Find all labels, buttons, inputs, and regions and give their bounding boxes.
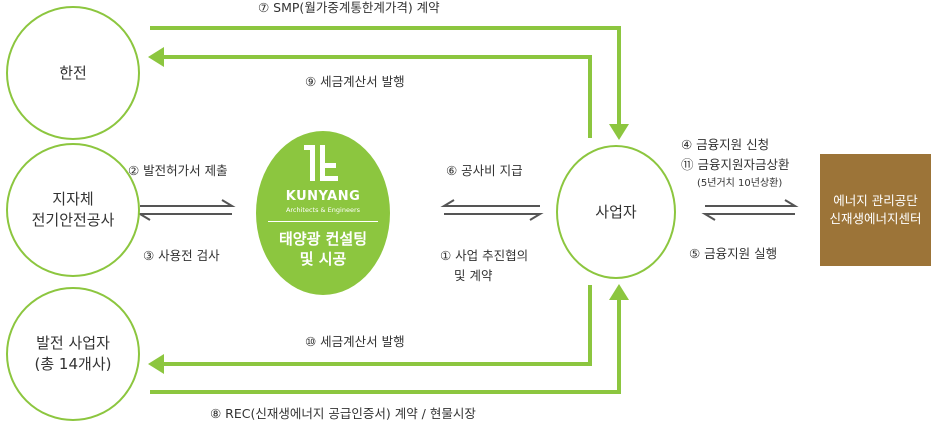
node-kepco-label: 한전 [59,63,87,82]
node-generators-line1: 발전 사업자 [36,334,110,352]
node-local-line1: 지자체 [52,190,94,208]
arrow-tax-invoice-generators-head [148,354,164,374]
label-smp-contract: ⑦ SMP(월가중계통한계가격) 계약 [258,0,440,15]
center-line1: 에너지 관리공단 [833,193,918,208]
label-project-agreement: ① 사업 추진협의 및 계약 [440,248,528,284]
node-renewable-center: 에너지 관리공단 신재생에너지센터 [820,154,931,266]
node-generators-line2: (총 14개사) [34,355,112,373]
hub-kunyang: KUNYANG Architects & Engineers 태양광 컨설팅 및… [256,131,390,295]
arrow-tax-invoice-generators [160,285,592,366]
node-local-line2: 전기안전공사 [31,211,115,229]
hub-service-line2: 및 시공 [299,250,347,268]
hub-tagline: Architects & Engineers [285,206,361,214]
label-tax-invoice-kepco: ⑨ 세금계산서 발행 [305,74,405,89]
label-construction-payment: ⑥ 공사비 지급 [446,163,523,178]
arrow-pair-center [701,199,799,221]
label-project-agreement-line1: ① 사업 추진협의 [440,248,529,263]
node-local-government: 지자체 전기안전공사 [6,143,140,277]
kunyang-logo-icon [304,145,338,181]
label-pre-use-inspection: ③ 사용전 검사 [143,248,220,263]
hub-divider [268,221,378,222]
arrow-tax-invoice-kepco [160,55,592,138]
label-permit-submission: ② 발전허가서 제출 [128,163,228,178]
node-business: 사업자 [556,145,676,279]
arrow-smp-contract-head [609,124,629,140]
node-business-label: 사업자 [595,202,637,221]
hub-service: 태양광 컨설팅 및 시공 [256,229,390,269]
hub-service-line1: 태양광 컨설팅 [278,230,368,248]
node-generators: 발전 사업자 (총 14개사) [6,287,140,421]
center-line2: 신재생에너지센터 [829,211,922,226]
label-finance-application: ④ 금융지원 신청 [681,137,770,152]
label-finance-execution: ⑤ 금융지원 실행 [689,246,778,261]
label-project-agreement-line2: 및 계약 [454,268,493,283]
label-finance-repayment: ⑪ 금융지원자금상환 [681,157,790,172]
hub-brand: KUNYANG [285,189,361,204]
arrow-tax-invoice-kepco-head [148,47,164,67]
node-kepco: 한전 [6,6,140,140]
arrow-rec-contract-head [609,284,629,300]
arrow-pair-local [136,199,236,221]
arrow-pair-business [440,199,544,221]
label-rec-contract: ⑧ REC(신재생에너지 공급인증서) 계약 / 현물시장 [210,406,476,421]
arrow-smp-contract [150,26,621,128]
arrow-rec-contract [150,296,621,394]
label-tax-invoice-generators: ⑩ 세금계산서 발행 [305,334,405,349]
label-repayment-terms: (5년거치 10년상환) [697,178,783,189]
